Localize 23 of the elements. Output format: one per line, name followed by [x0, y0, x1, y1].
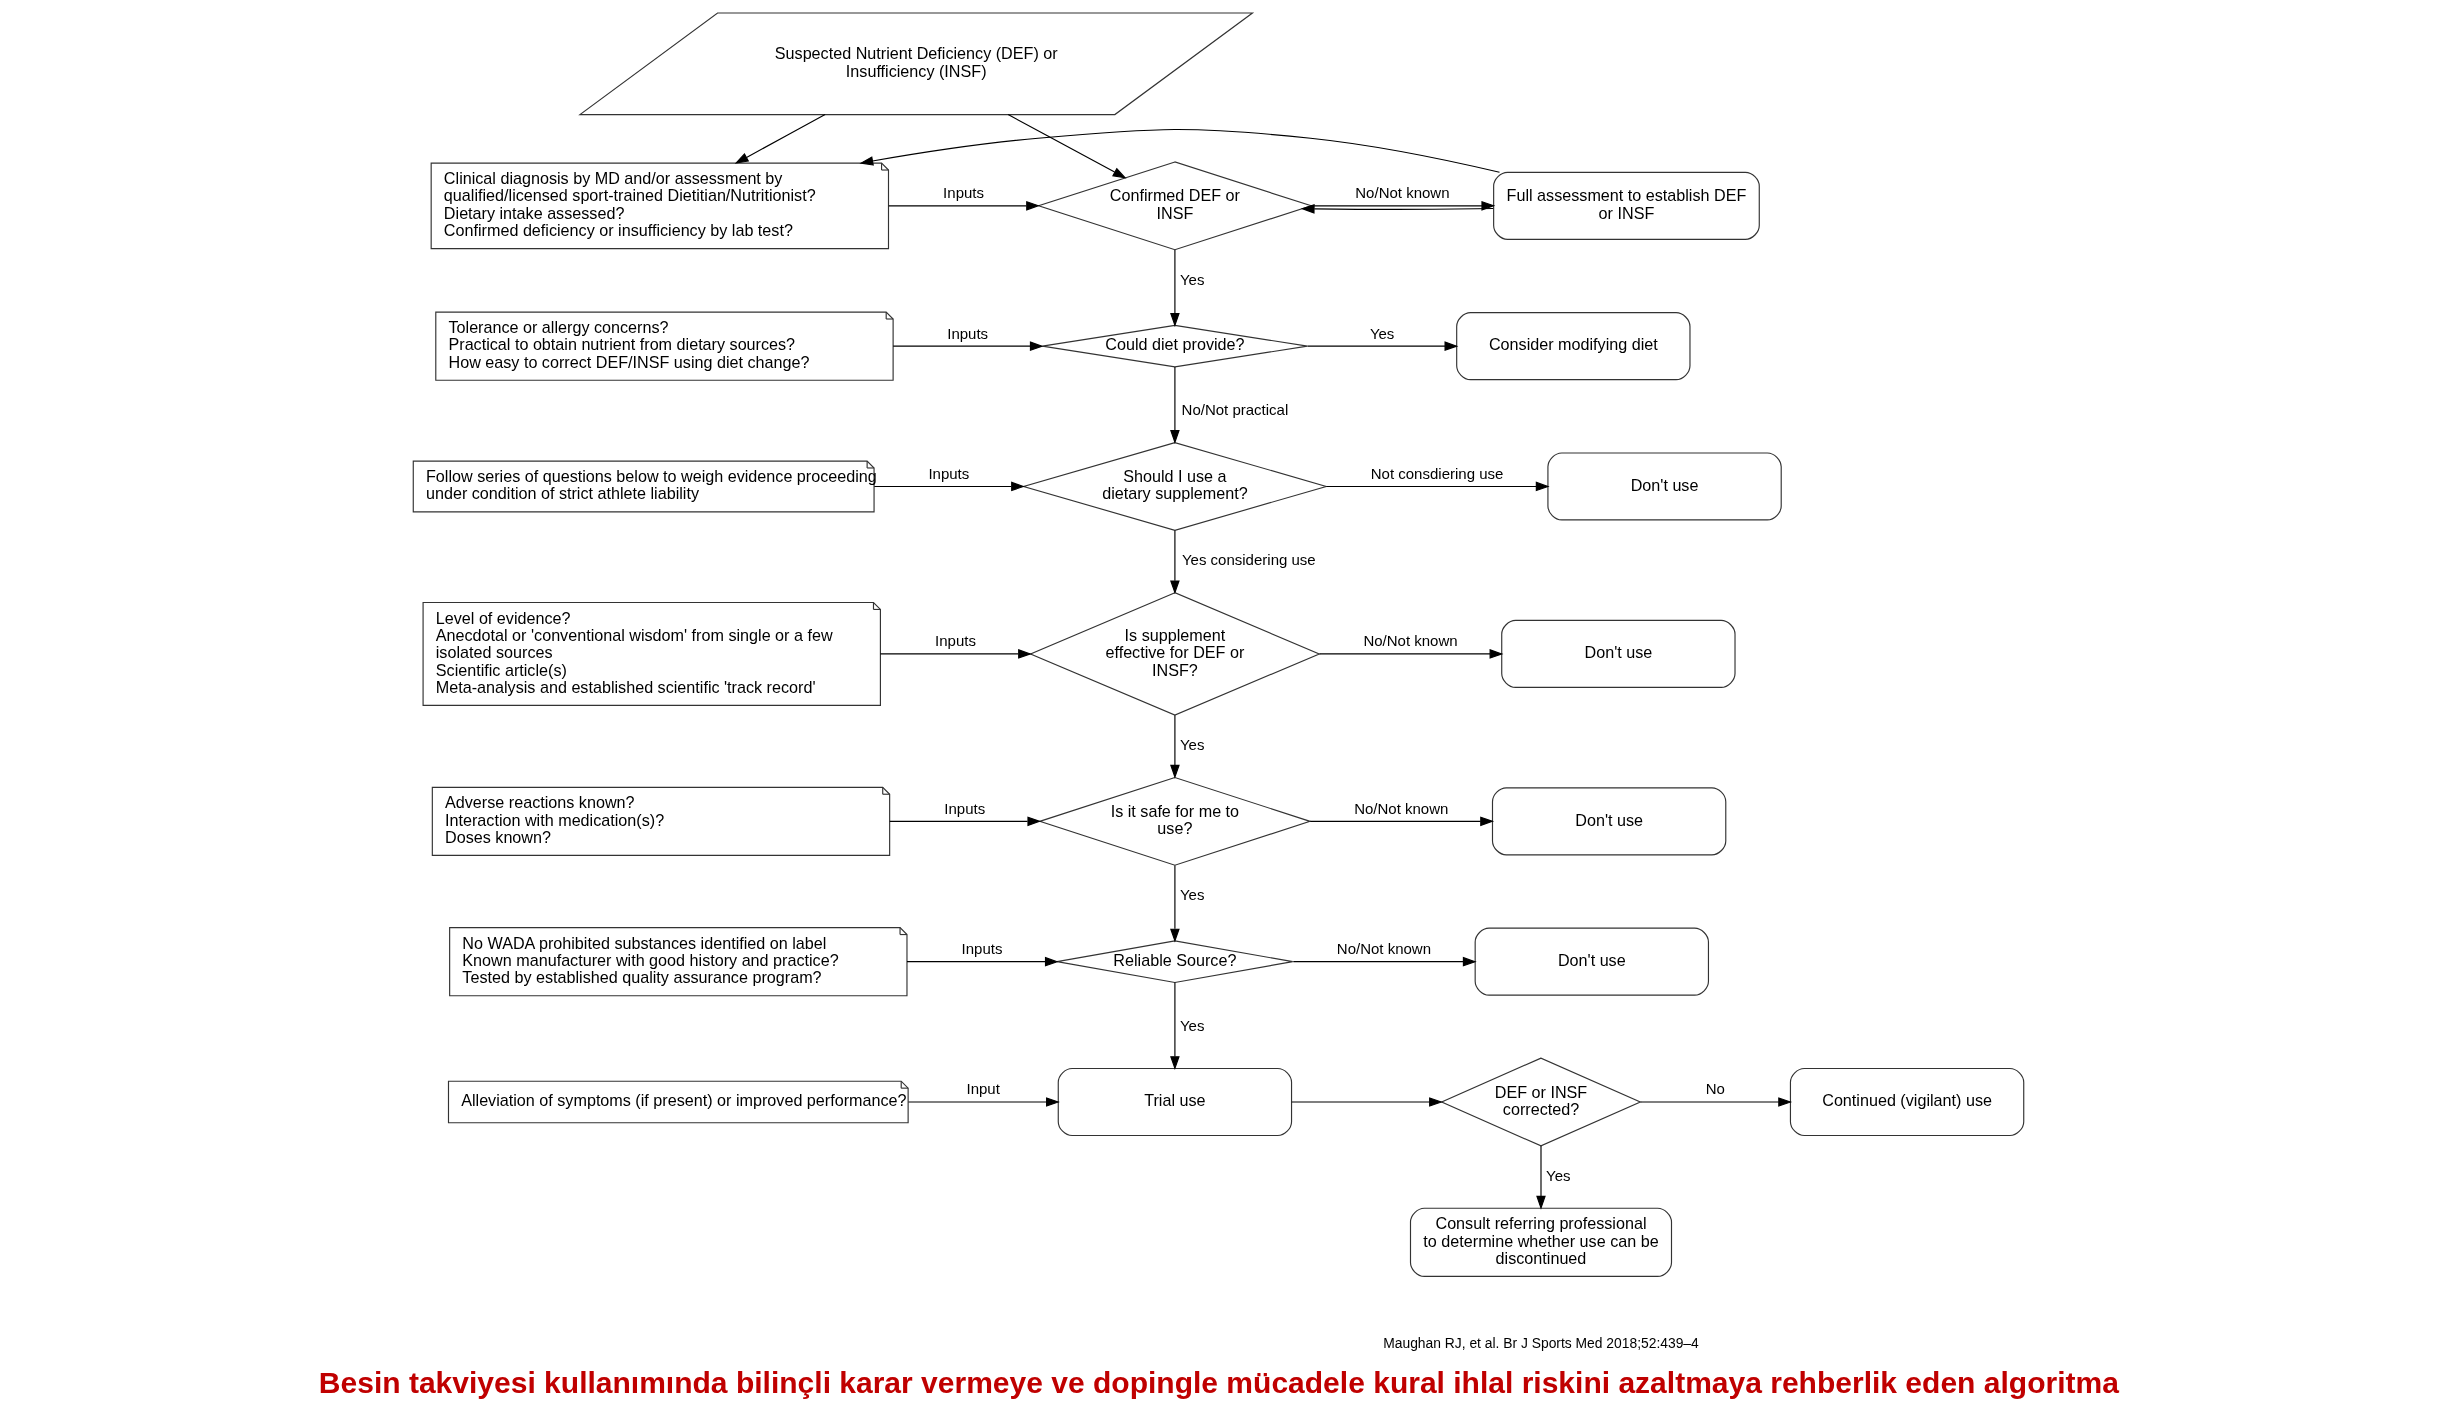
edge-label: Yes considering use — [1181, 551, 1316, 569]
edge-label: Input — [966, 1080, 1000, 1098]
caption: Besin takviyesi kullanımında bilinçli karar vermeye ve dopingle mücadele kural ihlal riskini azaltmaya rehberlik eden algoritma — [318, 1365, 2119, 1399]
edge-label: Yes — [1369, 324, 1395, 342]
label: Maughan RJ, et al. Br J Sports Med 2018;52:439–4 — [1383, 1335, 1699, 1352]
edge-label: Yes — [1179, 1016, 1205, 1034]
edge-label: No/Not known — [1354, 799, 1449, 817]
edge-label: No/Not practical — [1181, 401, 1289, 419]
edge-label: Yes — [1546, 1166, 1571, 1184]
edge-label: No/Not known — [1336, 940, 1432, 958]
edge-label: No/Not known — [1363, 632, 1458, 650]
edge-label: Yes — [1179, 270, 1205, 288]
edge-label: Inputs — [928, 464, 970, 482]
edge-label: Inputs — [943, 184, 984, 202]
edge-label: Not consdiering use — [1370, 464, 1504, 482]
edge-label: Yes — [1179, 736, 1205, 754]
edge-label: Yes — [1179, 886, 1205, 904]
edge-label: No — [1705, 1080, 1725, 1098]
edge-label: Inputs — [935, 632, 976, 650]
edge-label: Inputs — [944, 799, 986, 817]
edge-label: No/Not known — [1355, 184, 1450, 202]
edge-label: Inputs — [961, 940, 1003, 958]
edge-label: Inputs — [947, 324, 989, 342]
